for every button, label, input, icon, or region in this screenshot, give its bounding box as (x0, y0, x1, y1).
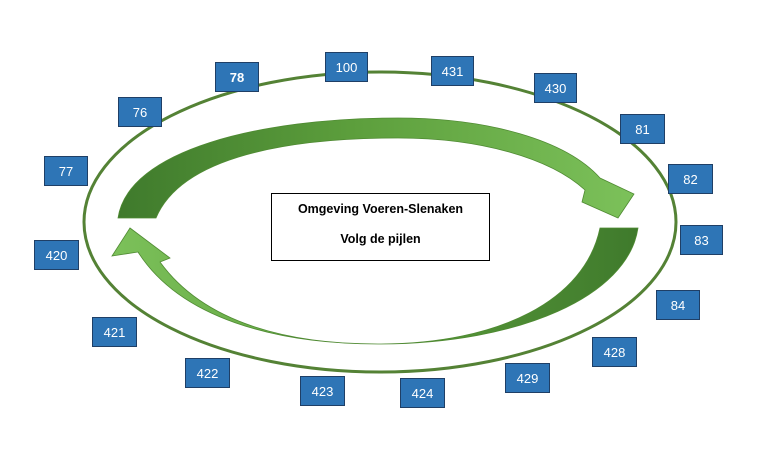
node-76: 76 (118, 97, 162, 127)
node-421: 421 (92, 317, 137, 347)
node-428: 428 (592, 337, 637, 367)
node-431: 431 (431, 56, 474, 86)
node-420: 420 (34, 240, 79, 270)
node-84: 84 (656, 290, 700, 320)
loop-ellipse (82, 70, 678, 374)
node-81: 81 (620, 114, 665, 144)
node-78: 78 (215, 62, 259, 92)
node-82: 82 (668, 164, 713, 194)
bottom-arrow (111, 227, 639, 345)
node-422: 422 (185, 358, 230, 388)
center-subtitle: Volg de pijlen (340, 232, 421, 246)
node-430: 430 (534, 73, 577, 103)
node-423: 423 (300, 376, 345, 406)
node-424: 424 (400, 378, 445, 408)
node-100: 100 (325, 52, 368, 82)
node-77: 77 (44, 156, 88, 186)
center-title: Omgeving Voeren-Slenaken (297, 202, 464, 216)
center-label-box: Omgeving Voeren-Slenaken Volg de pijlen (271, 193, 490, 261)
node-429: 429 (505, 363, 550, 393)
node-83: 83 (680, 225, 723, 255)
top-arrow (117, 117, 635, 219)
